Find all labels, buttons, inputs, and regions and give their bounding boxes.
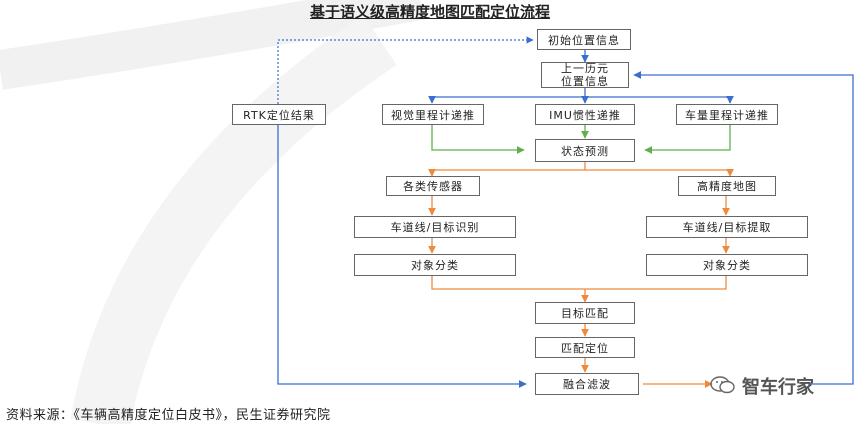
node-visual-odometry: 视觉里程计递推 <box>382 104 484 125</box>
node-hd-map: 高精度地图 <box>678 176 776 196</box>
node-lane-detection: 车道线/目标识别 <box>354 216 516 238</box>
node-classify-right: 对象分类 <box>646 254 808 276</box>
edge-prev-to-branches <box>432 88 730 98</box>
edge-state-split <box>432 162 730 171</box>
node-match-localization: 匹配定位 <box>535 337 635 358</box>
edge-rtk-dashed-to-initial <box>277 36 534 104</box>
edge-rtk-to-fusion <box>277 125 527 388</box>
node-rtk-result: RTK定位结果 <box>232 104 326 125</box>
node-state-prediction: 状态预测 <box>535 139 635 162</box>
node-target-matching: 目标匹配 <box>535 302 635 324</box>
edge-classify-merge <box>431 276 727 300</box>
node-previous-epoch-position: 上一历元 位置信息 <box>541 62 629 88</box>
watermark-text: 智车行家 <box>742 377 814 398</box>
edge-wheel-to-state <box>644 125 731 154</box>
diagram-title: 基于语义级高精度地图匹配定位流程 <box>309 3 550 21</box>
node-fusion-filter: 融合滤波 <box>535 373 639 395</box>
node-lane-extraction: 车道线/目标提取 <box>646 216 808 238</box>
prev-line-2: 位置信息 <box>561 75 609 88</box>
node-sensors: 各类传感器 <box>386 176 480 196</box>
edge-vo-to-state <box>431 125 525 154</box>
wechat-icon <box>710 376 735 394</box>
source-note: 资料来源：《车辆高精度定位白皮书》，民生证券研究院 <box>6 408 331 423</box>
node-classify-left: 对象分类 <box>354 254 516 276</box>
node-wheel-odometry: 车量里程计递推 <box>676 104 778 125</box>
node-initial-position: 初始位置信息 <box>537 29 631 50</box>
edge-fusion-feedback <box>633 71 854 385</box>
node-imu-inertial: IMU惯性递推 <box>535 104 635 125</box>
prev-line-1: 上一历元 <box>561 62 609 75</box>
